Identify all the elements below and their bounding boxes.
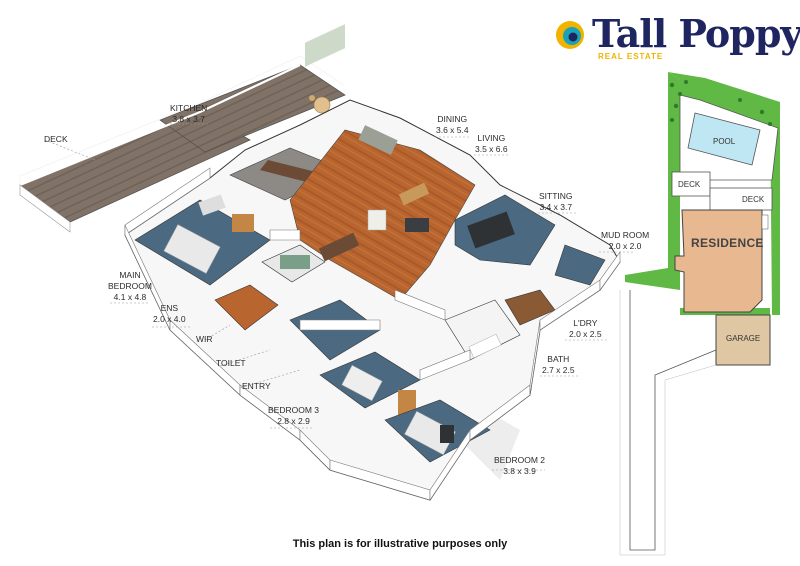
bedroom3-floor	[319, 351, 421, 416]
disclaimer-text: This plan is for illustrative purposes o…	[292, 538, 508, 550]
brand-logo-icon	[556, 21, 584, 49]
ensuite-floor	[214, 284, 279, 331]
main-bedroom-floor	[134, 194, 271, 286]
deck-area	[19, 55, 346, 233]
walls	[124, 167, 621, 501]
site-label-residence: RESIDENCE	[691, 236, 764, 250]
brand-tagline: REAL ESTATE	[598, 52, 664, 61]
site-label-pool: POOL	[713, 137, 736, 146]
deck-left-shape	[671, 171, 711, 197]
brand-name: Tall Poppy	[592, 11, 800, 56]
site-label-deck-left: DECK	[678, 180, 701, 189]
mud-room-floor	[554, 244, 606, 286]
sitting-floor	[454, 194, 556, 266]
site-label-garage: GARAGE	[726, 334, 761, 343]
lawn-top	[668, 72, 780, 128]
bath-floor	[444, 299, 521, 361]
room-label-wir: WIR	[196, 334, 213, 344]
room-label-toilet: TOILET	[216, 358, 246, 368]
pool-shape	[687, 112, 761, 166]
living-dining-floor	[289, 125, 476, 301]
site-plan	[619, 72, 780, 556]
label-underlines	[44, 123, 633, 471]
bedroom2-floor	[384, 399, 491, 463]
residence-shape	[674, 209, 763, 313]
room-label-deck: DECK	[44, 134, 68, 144]
floor-shadow	[130, 240, 520, 480]
wir-floor	[261, 244, 326, 283]
garage-shape	[715, 314, 771, 366]
room-label-entry: ENTRY	[242, 381, 271, 391]
site-label-deck-right: DECK	[742, 195, 765, 204]
